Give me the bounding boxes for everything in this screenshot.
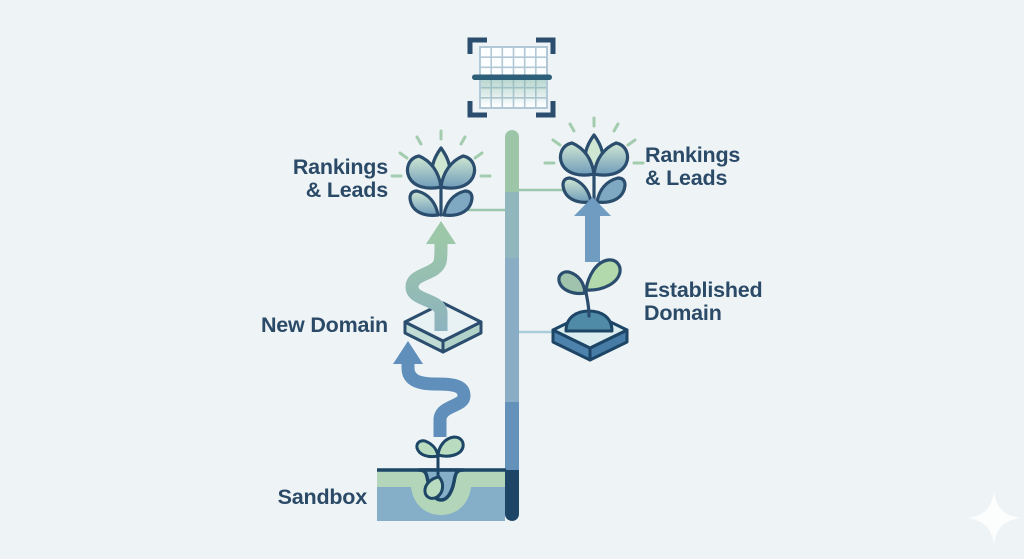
squiggle-arrow-upper bbox=[405, 221, 456, 331]
label-new-domain: New Domain bbox=[260, 313, 388, 337]
platform-icon-new bbox=[403, 301, 483, 354]
sparkle-icon bbox=[968, 492, 1020, 544]
seedling-leaf-left bbox=[415, 439, 440, 459]
bar-segment-navy bbox=[505, 470, 519, 521]
arrowhead-green bbox=[426, 221, 456, 244]
arrowhead-steel bbox=[393, 341, 423, 364]
bar-segment-green bbox=[505, 130, 519, 192]
timeline-bar bbox=[505, 130, 519, 521]
platform-icon-established bbox=[551, 258, 629, 362]
seedling-leaf-left bbox=[557, 270, 587, 296]
bar-segment-steel bbox=[505, 402, 519, 470]
buried-seedling-leaf bbox=[423, 475, 445, 500]
seedling-leaf-right bbox=[436, 435, 465, 458]
label-rankings-right: Rankings & Leads bbox=[645, 143, 741, 190]
viewfinder-brackets bbox=[467, 37, 556, 118]
sandbox-green-layer bbox=[377, 470, 505, 515]
flower-icon-left bbox=[390, 129, 492, 217]
bar-segment-teal bbox=[505, 192, 519, 258]
label-rankings-left: Rankings & Leads bbox=[292, 155, 388, 202]
label-established-domain: Established Domain bbox=[644, 278, 763, 325]
scan-glow bbox=[481, 79, 546, 106]
scan-grid-icon bbox=[467, 37, 556, 118]
seedling-leaf-right bbox=[584, 258, 622, 292]
sandbox-icon bbox=[377, 435, 506, 521]
bar-segment-blue bbox=[505, 258, 519, 402]
scan-line bbox=[472, 74, 552, 80]
squiggle-arrow-lower bbox=[393, 341, 471, 437]
label-sandbox: Sandbox bbox=[277, 485, 368, 509]
arrow-up-established bbox=[574, 197, 611, 262]
connector-lines bbox=[465, 188, 566, 334]
